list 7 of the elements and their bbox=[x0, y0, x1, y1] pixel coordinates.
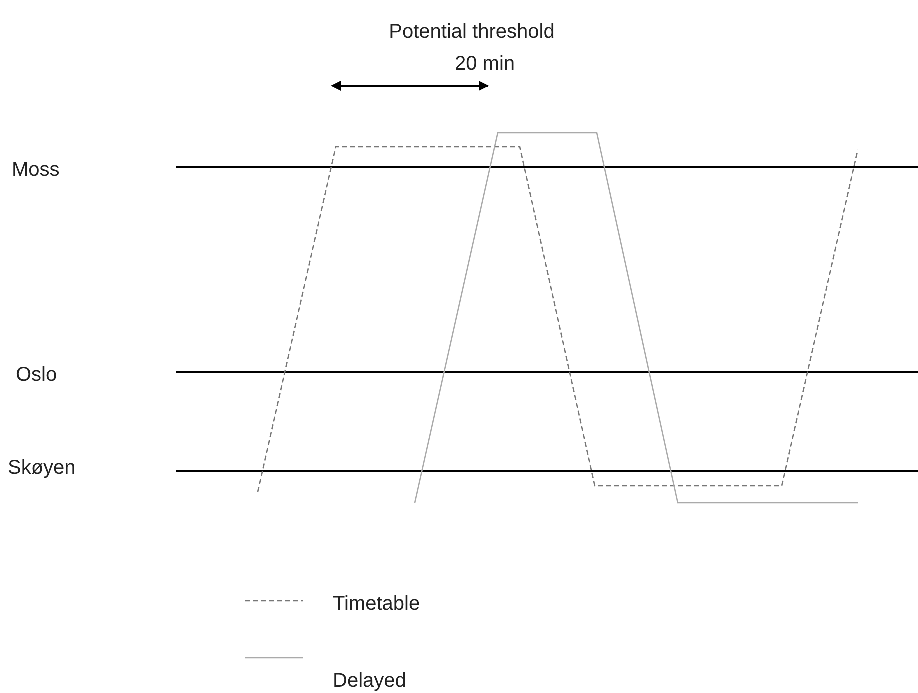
legend-label: Delayed bbox=[333, 671, 406, 691]
station-label: Skøyen bbox=[8, 458, 76, 478]
station-label: Moss bbox=[12, 160, 60, 180]
threshold-label: Potential threshold bbox=[389, 22, 555, 42]
duration-label: 20 min bbox=[454, 54, 516, 74]
station-label: Oslo bbox=[16, 365, 58, 385]
legend-label: Timetable bbox=[333, 594, 420, 614]
